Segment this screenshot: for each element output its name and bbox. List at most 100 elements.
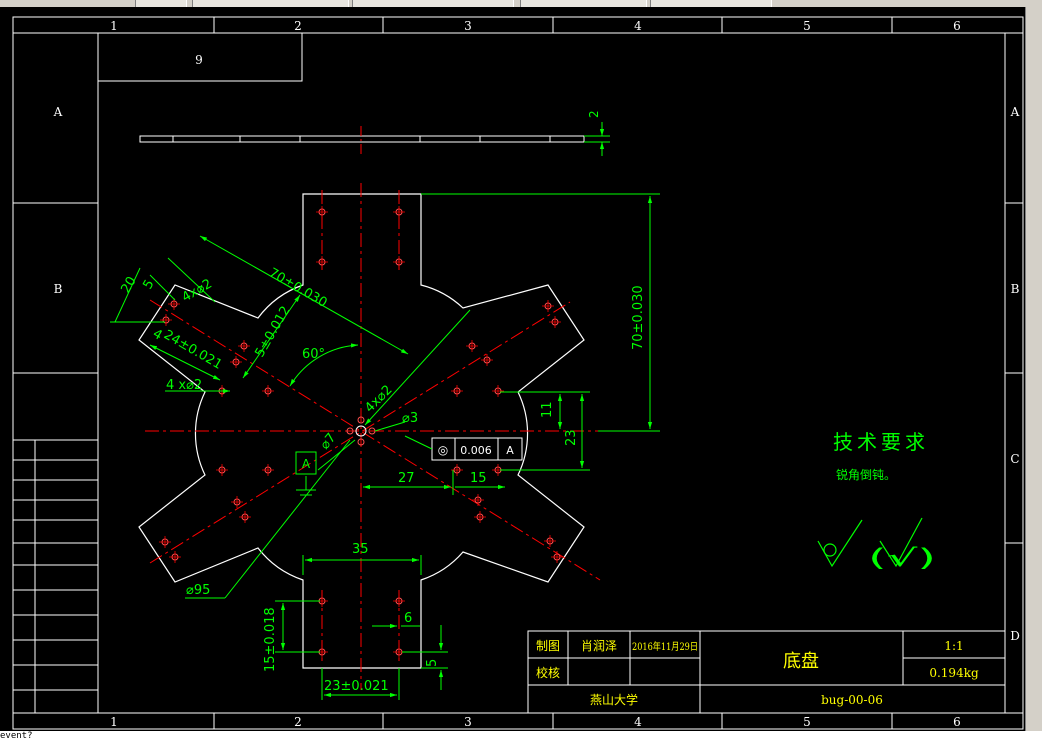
dim-5b: 5±0.012 [252,304,293,360]
zone-col-6-bottom: 6 [953,715,961,729]
part-name: 底盘 [783,651,819,672]
mounting-holes [159,206,563,658]
toolbar-tab[interactable] [650,0,772,7]
dim-center-d3: ⌀3 [402,411,418,426]
dim-15-h: 15 [470,471,487,486]
center-lines [145,183,605,690]
hole-center-mark [238,340,250,352]
hole-center-mark [168,298,180,310]
command-line[interactable]: event? [0,731,1042,741]
hole-center-mark [262,385,274,397]
hole-center-mark [239,511,251,523]
hole-center-mark [393,256,405,268]
zone-row-b: B [54,282,63,296]
zone-col-1-bottom: 1 [110,715,118,729]
datum-label: A [302,457,311,471]
zone-col-4: 4 [634,19,642,33]
drawn-date: 2016年11月29日 [632,640,698,653]
hole-center-mark [472,494,484,506]
dim-4x-d2-left: 4 x⌀2 [166,378,202,393]
dim-23-right: 23 [564,429,579,446]
school: 燕山大学 [590,692,638,707]
dim-4x-d2-top: 4x⌀2 [180,276,215,305]
zone-labels: 1 2 3 4 5 6 1 2 3 4 5 6 A B A B C D 9 [53,19,1020,729]
hole-center-mark [492,385,504,397]
dim-23-bottom: 23±0.021 [324,679,389,694]
toolbar-tab[interactable] [135,0,187,7]
hole-center-mark [549,316,561,328]
drawn-label: 制图 [536,639,560,653]
zone-col-6: 6 [953,19,961,33]
hole-center-mark [169,551,181,563]
hole-center-mark [451,385,463,397]
title-block [527,630,1006,714]
zone-col-2: 2 [294,19,302,33]
dim-6: 6 [404,611,412,626]
dim-arm-length-diag: 70±0.030 [266,265,329,310]
zone-row-b-right: B [1011,282,1020,296]
zone-col-1: 1 [110,19,118,33]
hole-center-mark [231,496,243,508]
hole-center-mark [262,464,274,476]
datum-symbol: A [295,451,317,475]
dim-d95: ⌀95 [186,583,210,598]
drawing-border [12,16,1024,730]
technical-requirements: 技术要求 锐角倒钝。 [833,430,929,482]
dim-15-v: 15±0.018 [263,607,278,672]
hole-center-mark [544,535,556,547]
tech-req-text: 锐角倒钝。 [836,468,896,482]
hole-center-mark [551,551,563,563]
zone-col-3-bottom: 3 [464,715,472,729]
dim-11: 11 [540,401,555,418]
zone-col-5: 5 [803,19,811,33]
dim-center-d7: ⌀7 [318,431,340,453]
tolerance-datum: A [506,444,514,457]
toolbar-strip [0,0,1042,7]
zone-row-c-right: C [1010,452,1019,466]
hole-center-mark [481,354,493,366]
dim-27: 27 [398,471,415,486]
hole-center-mark [474,511,486,523]
toolbar-tab[interactable] [192,0,349,7]
tolerance-value: 0.006 [460,444,492,457]
tech-req-title: 技术要求 [833,430,929,454]
zone-row-a-right: A [1010,105,1020,119]
checked-label: 校核 [536,665,560,680]
mass: 0.194kg [929,666,979,680]
toolbar-tab[interactable] [352,0,514,7]
tolerance-frame: ◎ 0.006 A [404,435,523,461]
center-hole [346,416,376,446]
tolerance-symbol: ◎ [438,443,448,457]
drawn-name: 肖润泽 [581,639,617,653]
toolbar-tab[interactable] [520,0,647,7]
dim-thickness: 2 [587,110,601,118]
hole-center-mark [466,340,478,352]
zone-col-4-bottom: 4 [634,715,642,729]
scale: 1:1 [944,639,963,653]
hole-center-mark [393,206,405,218]
hole-center-mark [160,314,172,326]
title-block-text: 制图 肖润泽 2016年11月29日 校核 底盘 1:1 0.194kg 燕山大… [536,639,979,707]
dim-center-4x-d2: 4x⌀2 [362,383,395,416]
zone-col-2-bottom: 2 [294,715,302,729]
dim-35: 35 [352,542,369,557]
hole-center-mark [542,300,554,312]
cad-drawing-canvas[interactable]: 1 2 3 4 5 6 1 2 3 4 5 6 A B A B C D 9 2 [0,7,1026,731]
vertical-scrollbar[interactable] [1025,7,1042,731]
zone-row-a: A [53,105,63,119]
dim-5-v: 5 [425,659,440,667]
dim-angle-60: 60° [302,347,325,362]
zone-col-3: 3 [464,19,472,33]
hole-center-mark [316,206,328,218]
zone-col-5-bottom: 5 [803,715,811,729]
drawing-code: bug-00-06 [821,693,883,707]
zone-row-d-right: D [1010,629,1020,643]
hole-center-mark [316,256,328,268]
dimension-lines [110,193,660,700]
dim-20: 20 [118,274,139,296]
surface-finish-symbols [817,517,923,568]
hole-center-mark [230,356,242,368]
dim-arm-length: 70±0.030 [631,285,646,350]
hole-center-mark [393,595,405,607]
hole-center-mark [216,464,228,476]
